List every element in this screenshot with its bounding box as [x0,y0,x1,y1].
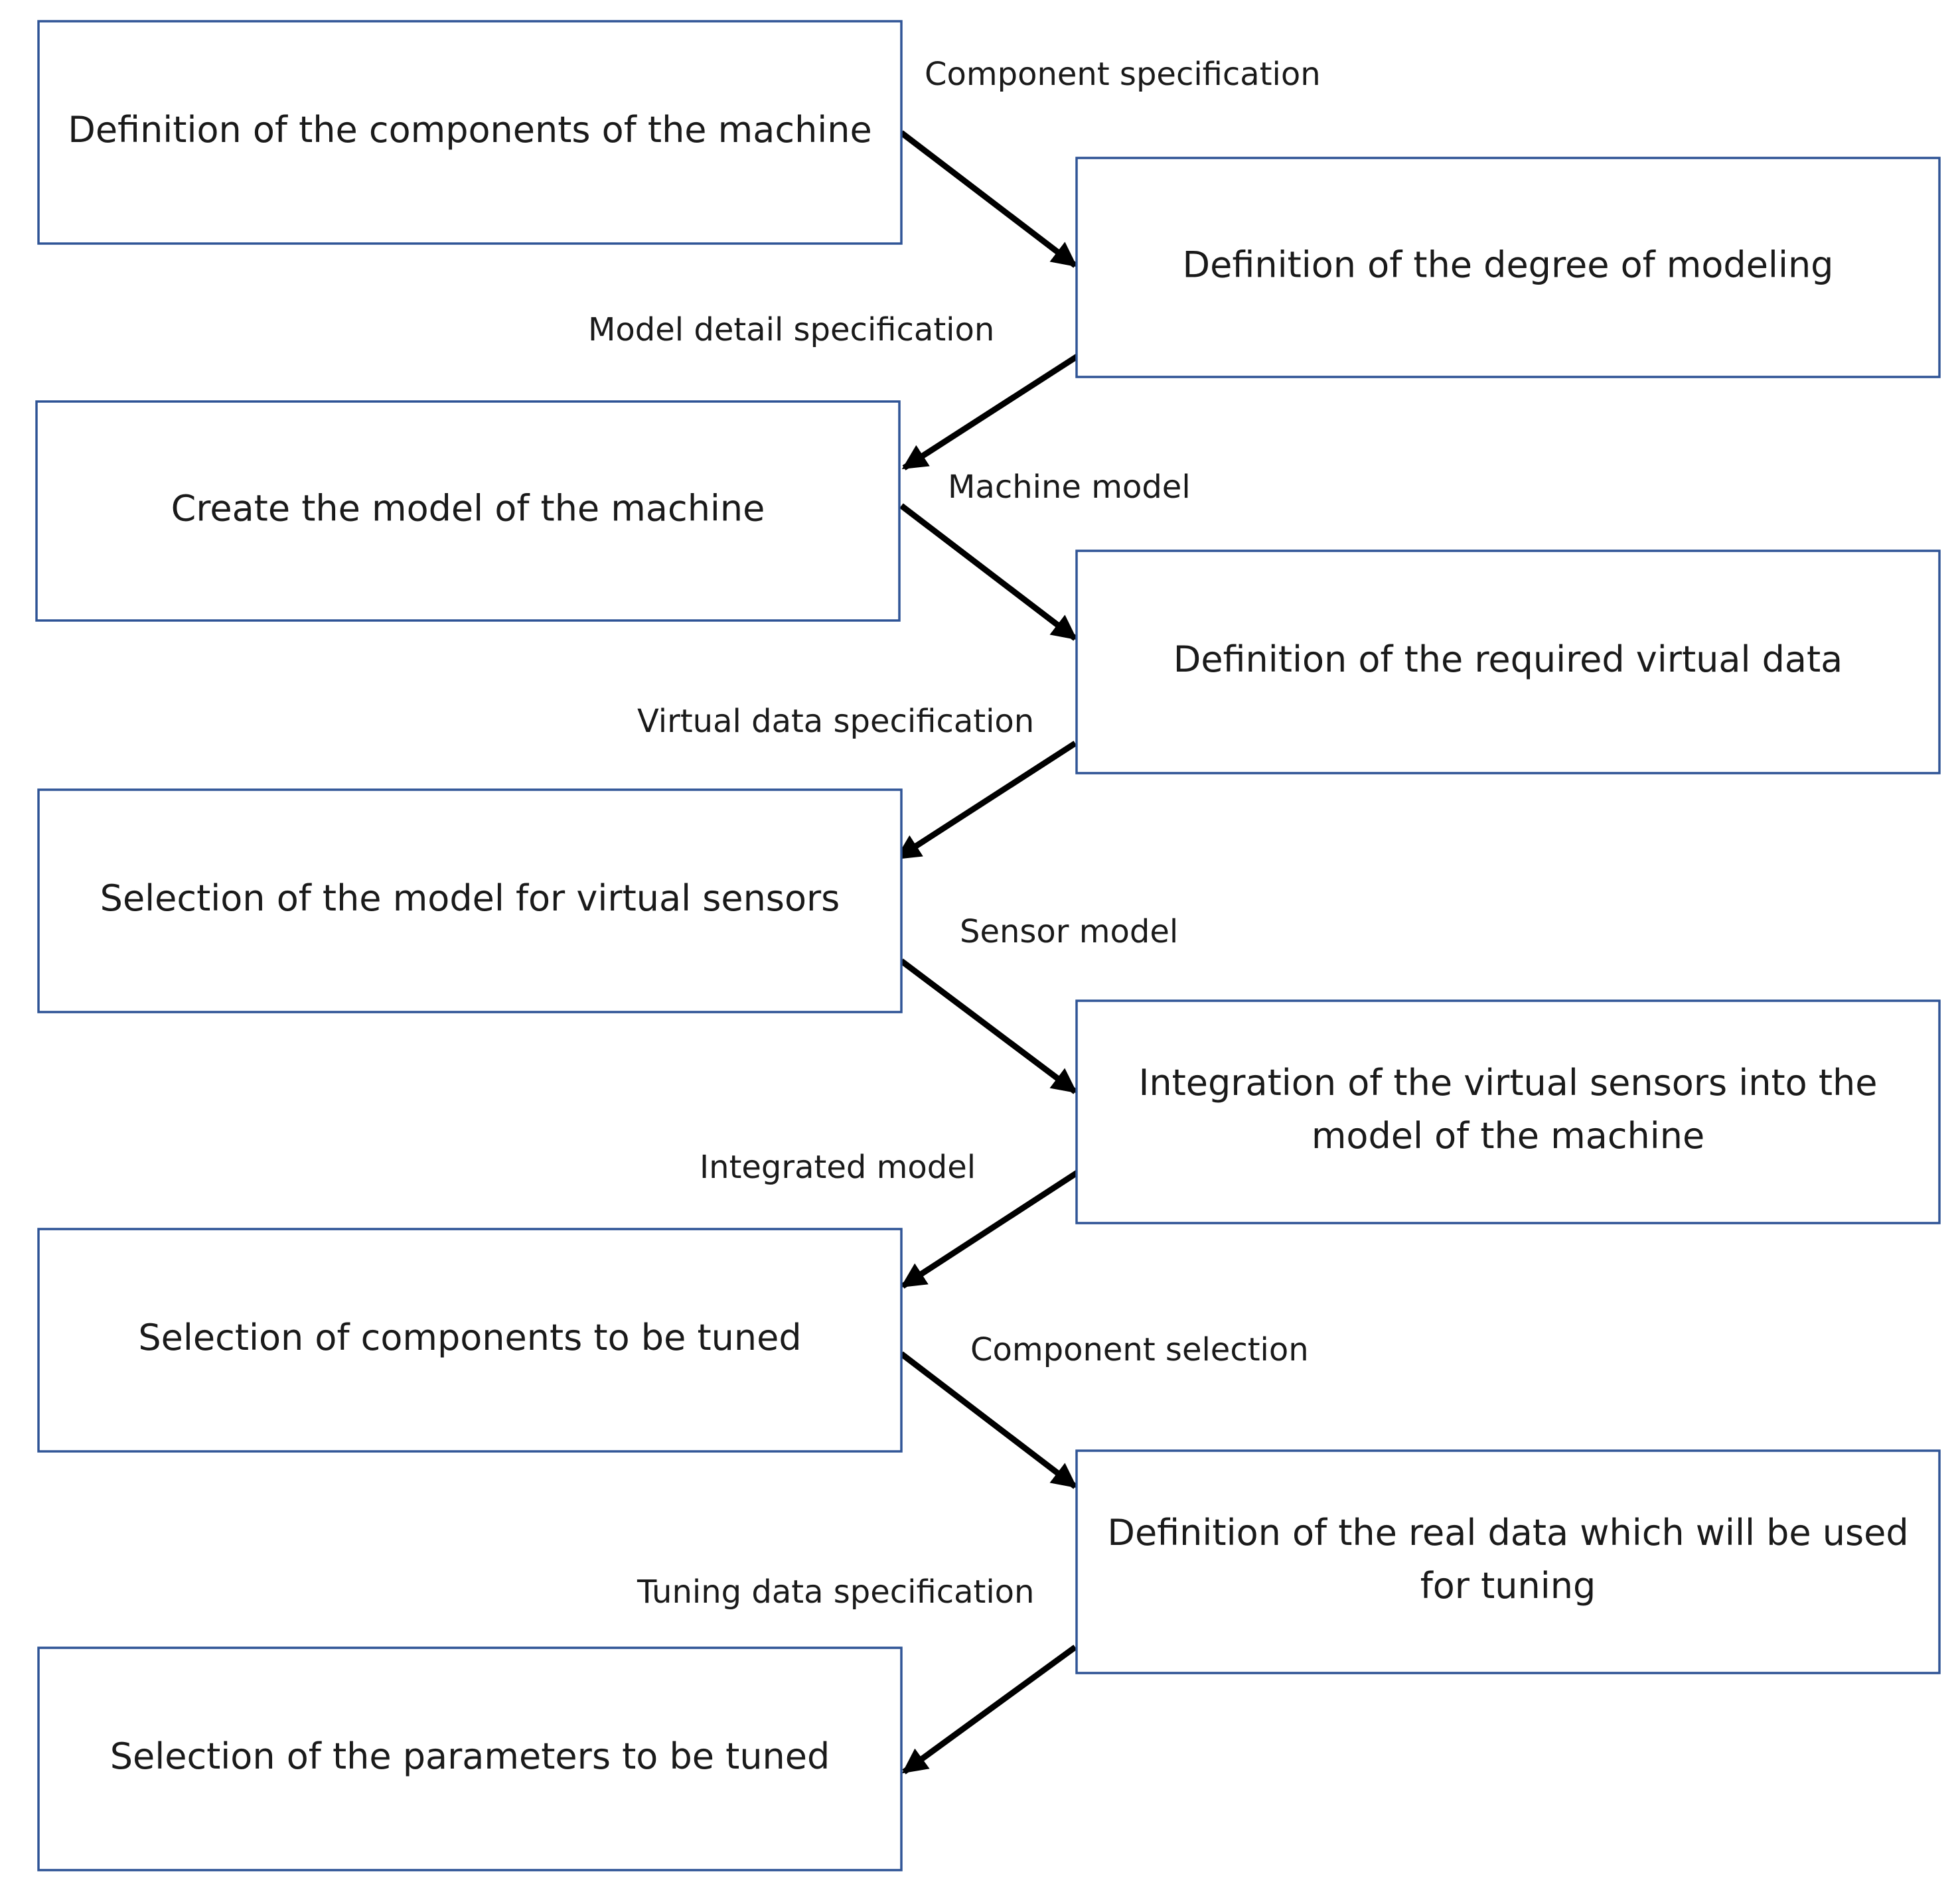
flow-node-box [35,400,901,622]
flow-node-n3: Create the model of the machine [35,400,901,622]
flow-node-label: Integration of the virtual sensors into … [1138,1062,1877,1104]
flow-arrow-n8-to-n9 [901,1644,1077,1775]
edges-layer [895,130,1081,1775]
flow-edge-label: Machine model [948,469,1191,506]
flow-edge-label: Virtual data specification [637,703,1034,740]
flow-arrow-n4-to-n5 [895,741,1077,861]
flow-node-label: model of the machine [1312,1115,1704,1157]
flow-node-label: Definition of the degree of modeling [1183,244,1834,286]
flow-arrow-n7-to-n8 [899,1351,1078,1489]
flow-node-n9: Selection of the parameters to be tuned [37,1646,903,1871]
flow-node-n4: Definition of the required virtual data [1075,549,1941,774]
flow-arrow-n3-to-n4 [899,503,1078,641]
flow-node-box [37,788,903,1013]
flow-node-box [1075,549,1941,774]
flow-edge-label: Model detail specification [588,311,994,348]
flow-node-n5: Selection of the model for virtual senso… [37,788,903,1013]
flow-node-box [37,1646,903,1871]
flow-node-n2: Definition of the degree of modeling [1075,157,1941,378]
flow-node-label: for tuning [1420,1565,1596,1607]
flow-node-label: Definition of the real data which will b… [1107,1512,1908,1554]
flow-node-label: Selection of the model for virtual senso… [100,877,840,919]
flow-edge-label: Tuning data specification [637,1573,1034,1611]
flow-node-box [1075,999,1941,1224]
flow-node-label: Definition of the required virtual data [1173,638,1843,680]
flow-node-n6: Integration of the virtual sensors into … [1075,999,1941,1224]
flow-node-label: Selection of the parameters to be tuned [110,1735,830,1777]
flow-node-box [1075,1449,1941,1674]
flow-arrow-n5-to-n6 [899,958,1078,1094]
flow-node-label: Create the model of the machine [171,488,765,530]
flow-arrow-n6-to-n7 [900,1169,1081,1289]
flow-arrow-n1-to-n2 [899,130,1078,268]
flow-edge-label: Integrated model [700,1149,976,1186]
flow-edge-label: Component specification [925,56,1321,93]
flow-arrow-n2-to-n3 [901,352,1081,471]
flow-node-label: Selection of components to be tuned [138,1317,801,1358]
flow-node-box [1075,157,1941,378]
flow-node-n8: Definition of the real data which will b… [1075,1449,1941,1674]
flow-node-box [37,20,903,245]
flow-node-label: Definition of the components of the mach… [68,109,872,151]
flow-edge-label: Sensor model [960,913,1178,950]
flow-node-box [37,1228,903,1453]
flow-node-n7: Selection of components to be tuned [37,1228,903,1453]
flow-node-n1: Definition of the components of the mach… [37,20,903,245]
nodes-layer: Definition of the components of the mach… [35,20,1941,1871]
flow-edge-label: Component selection [970,1331,1309,1368]
